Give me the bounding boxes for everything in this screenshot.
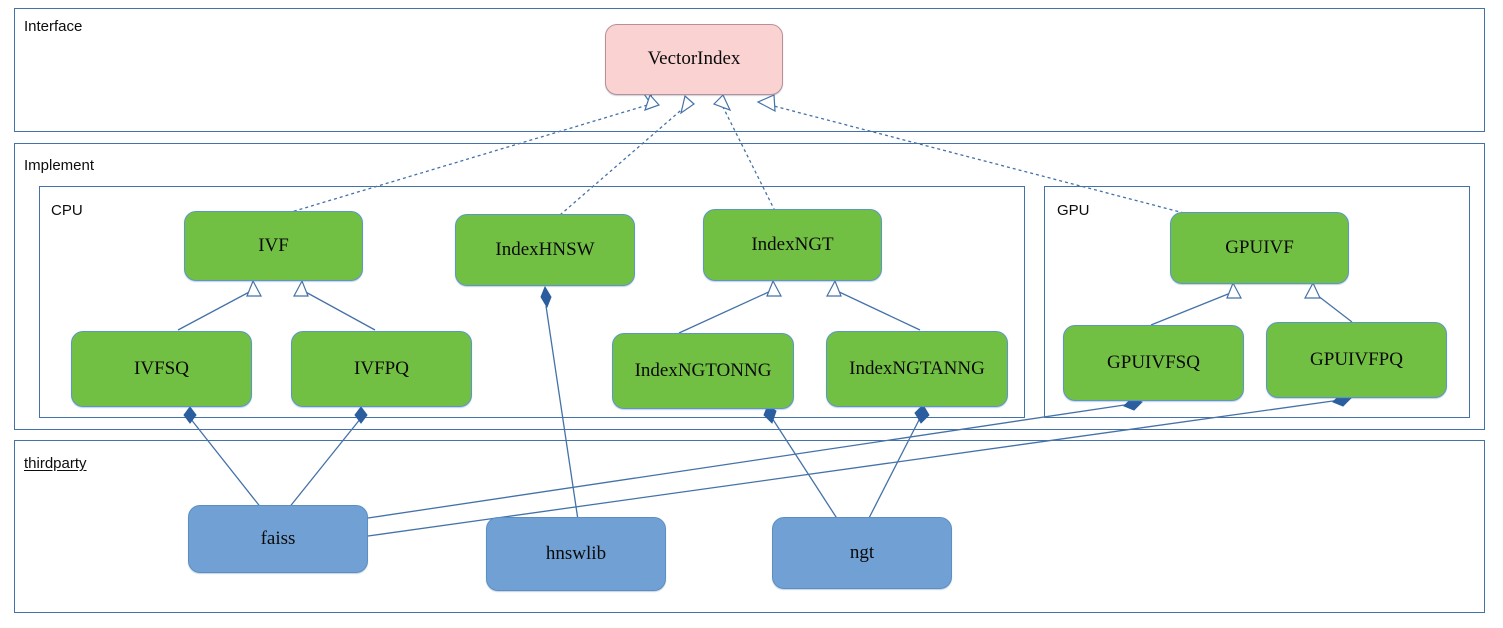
gpu-container-label: GPU	[1057, 202, 1090, 219]
node-vectorindex[interactable]: VectorIndex	[605, 24, 783, 95]
node-gpuivfsq-label: GPUIVFSQ	[1107, 351, 1200, 373]
implement-container-label: Implement	[24, 157, 95, 174]
node-indexhnsw-label: IndexHNSW	[495, 238, 595, 260]
node-ivfsq-label: IVFSQ	[134, 357, 189, 379]
node-hnswlib-label: hnswlib	[545, 542, 607, 564]
node-indexngt[interactable]: IndexNGT	[703, 209, 882, 281]
node-indexngtonng[interactable]: IndexNGTONNG	[612, 333, 794, 409]
node-gpuivfpq[interactable]: GPUIVFPQ	[1266, 322, 1447, 398]
node-ivf-label: IVF	[258, 234, 289, 256]
node-indexngtonng-label: IndexNGTONNG	[634, 359, 772, 381]
node-gpuivfpq-label: GPUIVFPQ	[1310, 348, 1403, 370]
node-ngt-label: ngt	[849, 541, 875, 563]
node-gpuivfsq[interactable]: GPUIVFSQ	[1063, 325, 1244, 401]
thirdparty-container-label: thirdparty	[24, 455, 87, 472]
spellcheck-squiggle	[24, 472, 104, 478]
node-indexhnsw[interactable]: IndexHNSW	[455, 214, 635, 286]
cpu-container-label: CPU	[51, 202, 83, 219]
node-vectorindex-label: VectorIndex	[647, 48, 741, 70]
node-ivfsq[interactable]: IVFSQ	[71, 331, 252, 407]
node-gpuivf-label: GPUIVF	[1225, 236, 1294, 258]
node-ivfpq[interactable]: IVFPQ	[291, 331, 472, 407]
node-indexngtanng[interactable]: IndexNGTANNG	[826, 331, 1008, 407]
node-ngt[interactable]: ngt	[772, 517, 952, 589]
node-ivfpq-label: IVFPQ	[354, 357, 409, 379]
node-hnswlib[interactable]: hnswlib	[486, 517, 666, 591]
interface-container-label: Interface	[24, 18, 83, 35]
node-indexngt-label: IndexNGT	[751, 233, 834, 255]
node-gpuivf[interactable]: GPUIVF	[1170, 212, 1349, 284]
node-faiss-label: faiss	[260, 527, 296, 549]
node-indexngtanng-label: IndexNGTANNG	[849, 357, 985, 379]
node-ivf[interactable]: IVF	[184, 211, 363, 281]
node-faiss[interactable]: faiss	[188, 505, 368, 573]
